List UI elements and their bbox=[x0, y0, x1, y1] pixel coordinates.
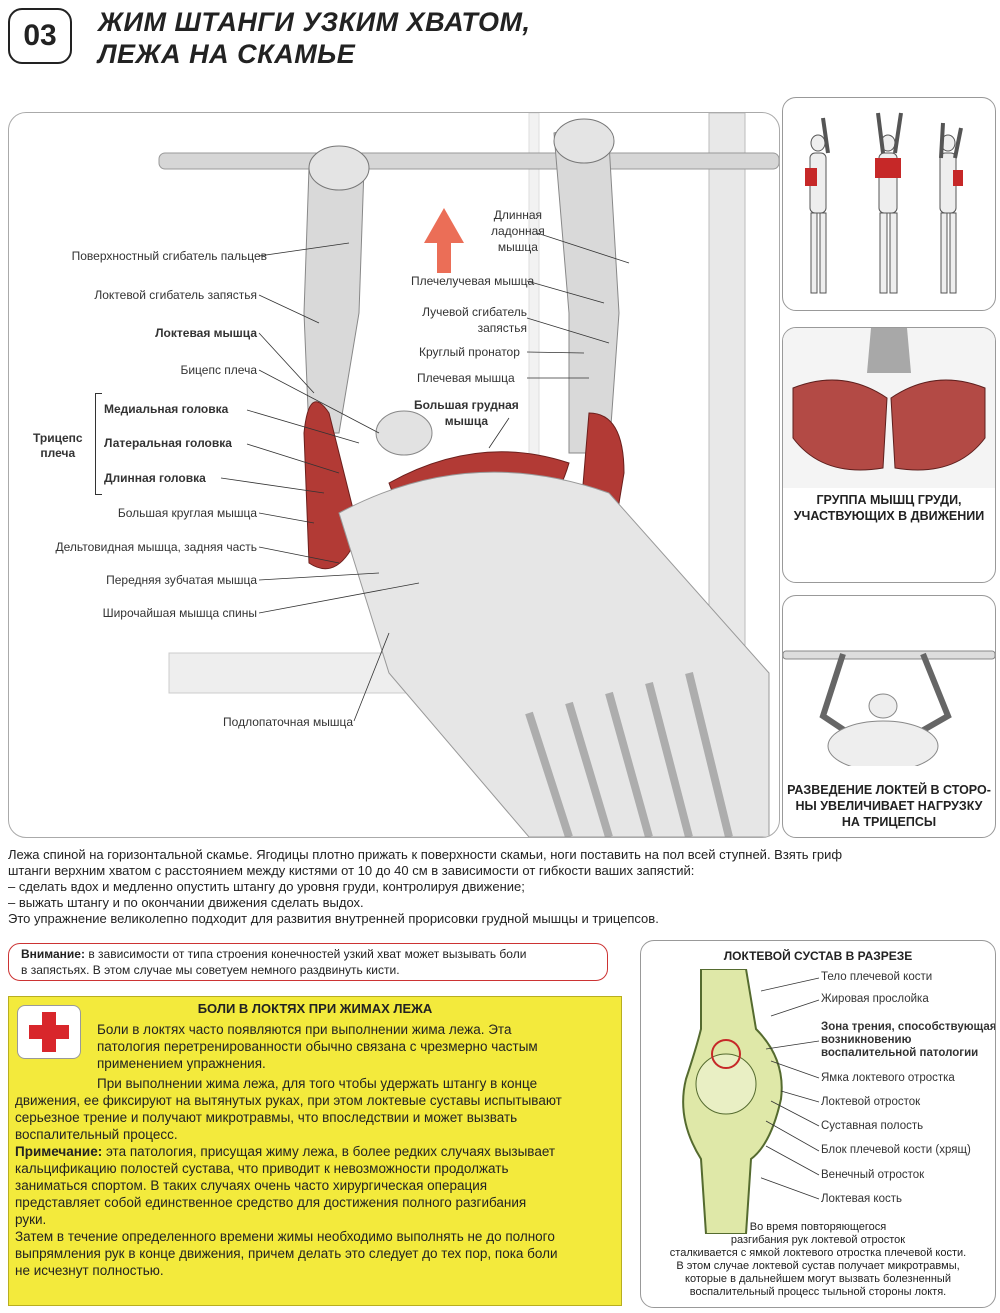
elbow-leader-lines bbox=[761, 977, 820, 1200]
label-lateral-head: Латеральная головка bbox=[104, 436, 232, 450]
figures-panel bbox=[782, 97, 996, 311]
label-trochlea: Блок плечевой кости (хрящ) bbox=[821, 1144, 971, 1156]
bench-press-figure bbox=[158, 113, 779, 837]
label-humerus-shaft: Тело плечевой кости bbox=[821, 971, 933, 983]
main-illustration: Поверхностный сгибатель пальцев Локтевой… bbox=[8, 112, 780, 838]
elbow-joint-caption: Во время повторяющегося разгибания рук л… bbox=[669, 1221, 967, 1298]
title-line-1: ЖИМ ШТАНГИ УЗКИМ ХВАТОМ, bbox=[98, 7, 531, 37]
label-anconeus: Локтевая мышца bbox=[155, 326, 257, 340]
elbows-panel: РАЗВЕДЕНИЕ ЛОКТЕЙ В СТОРО- НЫ УВЕЛИЧИВАЕ… bbox=[782, 595, 996, 838]
medical-cross-icon bbox=[17, 1005, 81, 1059]
chest-caption: ГРУППА МЫШЦ ГРУДИ, УЧАСТВУЮЩИХ В ДВИЖЕНИ… bbox=[793, 493, 985, 523]
label-palmaris: Длинная ладонная мышца bbox=[491, 208, 545, 254]
label-brachialis: Плечевая мышца bbox=[417, 371, 515, 385]
description: Лежа спиной на горизонтальной скамье. Яг… bbox=[8, 847, 843, 926]
label-olecranon: Локтевой отросток bbox=[821, 1096, 921, 1108]
label-deltoid-posterior: Дельтовидная мышца, задняя часть bbox=[55, 540, 258, 554]
title-line-2: ЛЕЖА НА СКАМЬЕ bbox=[98, 39, 356, 69]
triceps-bracket bbox=[95, 393, 102, 495]
label-fat-pad: Жировая прослойка bbox=[821, 993, 929, 1005]
warning-box: Внимание: в зависимости от типа строения… bbox=[8, 943, 608, 981]
label-subscapularis: Подлопаточная мышца bbox=[223, 715, 353, 729]
elbow-joint-image bbox=[682, 969, 783, 1234]
exercise-number: 03 bbox=[8, 8, 72, 64]
label-olecranon-fossa: Ямка локтевого отростка bbox=[821, 1072, 955, 1084]
label-coronoid: Венечный отросток bbox=[821, 1169, 925, 1181]
label-medial-head: Медиальная головка bbox=[104, 402, 229, 416]
label-teres-major: Большая круглая мышца bbox=[117, 506, 257, 520]
label-flexor-carpi-radialis: Лучевой сгибатель запястья bbox=[422, 305, 527, 335]
label-pronator: Круглый пронатор bbox=[419, 345, 520, 359]
elbow-joint-panel: ЛОКТЕВОЙ СУСТАВ В РАЗРЕЗЕ Тело плечевой … bbox=[640, 940, 996, 1308]
elbow-pain-body: При выполнении жима лежа, для того чтобы… bbox=[15, 1076, 562, 1278]
elbow-joint-title: ЛОКТЕВОЙ СУСТАВ В РАЗРЕЗЕ bbox=[723, 949, 913, 963]
label-superficial-flexor: Поверхностный сгибатель пальцев bbox=[71, 249, 267, 263]
label-brachioradialis: Плечелучевая мышца bbox=[411, 274, 535, 288]
elbows-caption: РАЗВЕДЕНИЕ ЛОКТЕЙ В СТОРО- НЫ УВЕЛИЧИВАЕ… bbox=[787, 783, 991, 829]
label-ulna: Локтевая кость bbox=[821, 1193, 902, 1205]
anatomy-figures bbox=[805, 112, 963, 294]
label-friction-zone: Зона трения, способствующая возникновени… bbox=[821, 1021, 996, 1059]
elbow-pain-intro: Боли в локтях часто появляются при выпол… bbox=[97, 1022, 538, 1071]
chest-muscles-image bbox=[783, 328, 995, 488]
label-triceps: Трицепс плеча bbox=[33, 431, 83, 460]
label-joint-cavity: Суставная полость bbox=[821, 1120, 924, 1132]
chest-muscles-panel: ГРУППА МЫШЦ ГРУДИ, УЧАСТВУЮЩИХ В ДВИЖЕНИ… bbox=[782, 327, 996, 583]
page-title: ЖИМ ШТАНГИ УЗКИМ ХВАТОМ, ЛЕЖА НА СКАМЬЕ bbox=[98, 6, 531, 70]
label-biceps: Бицепс плеча bbox=[180, 363, 257, 377]
label-serratus: Передняя зубчатая мышца bbox=[106, 573, 257, 587]
label-pectoralis-major: Большая грудная мышца bbox=[414, 398, 519, 428]
elbows-out-figure bbox=[783, 650, 995, 772]
elbow-pain-title: БОЛИ В ЛОКТЯХ ПРИ ЖИМАХ ЛЕЖА bbox=[197, 1001, 433, 1016]
elbow-pain-box: БОЛИ В ЛОКТЯХ ПРИ ЖИМАХ ЛЕЖА Боли в локт… bbox=[8, 996, 622, 1306]
arrow-up-icon bbox=[424, 208, 464, 273]
label-long-head: Длинная головка bbox=[104, 471, 206, 485]
label-latissimus: Широчайшая мышца спины bbox=[102, 606, 257, 620]
label-ulnar-flexor: Локтевой сгибатель запястья bbox=[94, 288, 257, 302]
